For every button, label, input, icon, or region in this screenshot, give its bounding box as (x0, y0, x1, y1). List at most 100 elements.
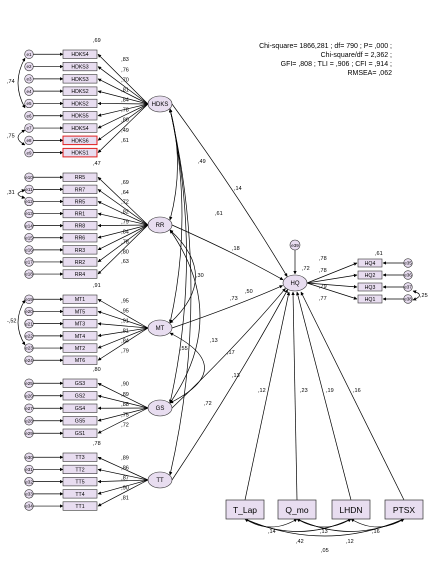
error-label: e10 (25, 175, 33, 180)
loading-label: ,80 (121, 118, 129, 124)
indicator-box (62, 489, 98, 499)
loading-label: ,83 (121, 57, 129, 63)
error-label: e12 (25, 199, 33, 204)
error-circle (24, 257, 34, 267)
indicator-box (62, 269, 98, 279)
indicator-label: RR1 (75, 211, 85, 217)
hq-loading-arrow (306, 282, 358, 289)
loading-label: ,76 (121, 67, 129, 73)
hq-loading-label: ,78 (319, 268, 327, 274)
loading-arrow (97, 103, 149, 117)
loading-label: ,69 (121, 180, 129, 186)
latent-ellipse (147, 95, 173, 113)
latent-ellipse (147, 399, 173, 417)
correlation-label: ,55 (180, 346, 188, 352)
error-label: e32 (25, 479, 33, 484)
external-var-box (277, 499, 317, 520)
error-circle (24, 86, 34, 96)
loading-label: ,81 (121, 328, 129, 334)
error-label: e26 (25, 393, 33, 398)
error-covariance (17, 57, 26, 109)
structural-path (171, 103, 288, 277)
error-label: e14 (25, 223, 33, 228)
r2-label: ,47 (93, 161, 101, 167)
hq-indicator-box (357, 282, 383, 292)
external-var-label: PTSX (393, 505, 416, 515)
external-cov-label: ,14 (268, 529, 276, 535)
external-covariance (296, 518, 352, 528)
error-circle (24, 111, 34, 121)
error-label: e7 (26, 126, 32, 131)
indicator-box (62, 221, 98, 231)
indicator-label: GS4 (75, 406, 85, 412)
hq-error-label: e36 (404, 273, 412, 278)
indicator-box (62, 331, 98, 341)
fit-stat-line2: Chi-square/df = 2,362 ; (321, 52, 392, 59)
latent-label: GS (156, 406, 165, 412)
external-covariance (244, 518, 405, 537)
error-label: e31 (25, 467, 33, 472)
indicator-box (62, 306, 98, 317)
indicator-label: RR6 (75, 236, 85, 242)
indicator-label: RR5 (75, 175, 85, 181)
loading-label: ,95 (121, 308, 129, 314)
loading-arrow (97, 224, 149, 275)
hq-indicator-box (357, 294, 383, 304)
loading-label: ,79 (121, 348, 129, 354)
loading-label: ,95 (121, 298, 129, 304)
error-circle (24, 184, 34, 194)
error-circle (24, 331, 34, 341)
external-covariance (350, 518, 405, 528)
hq-indicator-label: HQ4 (365, 261, 376, 267)
indicator-label: TT5 (75, 480, 84, 486)
loading-label: ,49 (121, 128, 129, 134)
loading-arrow (97, 479, 149, 495)
external-var-label: T_Lap (233, 505, 257, 515)
label-layer: ,69,83,76,70,81,84,78,80,49,61,47,69,64,… (7, 38, 428, 554)
loading-label: ,72 (121, 200, 129, 206)
loading-arrow (97, 407, 149, 422)
indicator-label: HDKS2 (71, 101, 88, 107)
indicator-box (62, 111, 98, 121)
error-circle (24, 343, 34, 353)
r2-label: ,91 (93, 283, 101, 289)
latent-label: HDKS (152, 102, 169, 108)
error-label: e22 (25, 333, 33, 338)
error-cov-label: ,75 (7, 134, 15, 140)
loading-label: ,88 (121, 402, 129, 408)
indicator-label: TT3 (75, 455, 84, 461)
fit-statistics: Chi-square= 1866,281 ; df= 790 ; P= ,000… (259, 43, 392, 77)
error-label: e19 (25, 297, 33, 302)
loading-label: ,61 (121, 138, 129, 144)
loading-arrow (97, 66, 149, 105)
loading-label: ,81 (121, 495, 129, 501)
error-circle (24, 221, 34, 231)
latent-correlation (168, 108, 183, 324)
loading-arrow (97, 479, 149, 507)
loading-label: ,78 (121, 239, 129, 245)
external-coef-label: ,23 (300, 388, 308, 394)
residual-circle (289, 239, 301, 251)
error-cov-label: ,74 (7, 79, 15, 85)
path-layer (17, 52, 420, 537)
error-circle (24, 489, 34, 499)
error-label: e16 (25, 247, 33, 252)
hq-error-circle (403, 294, 413, 304)
latent-ellipse (147, 319, 173, 337)
loading-arrow (97, 103, 149, 141)
indicator-box (62, 452, 98, 462)
external-path (291, 291, 298, 501)
indicator-label: TT2 (75, 467, 84, 473)
indicator-box (62, 98, 98, 108)
loading-arrow (97, 407, 149, 434)
fit-stat-line3: GFI= ,808 ; TLI = ,906 ; CFI = ,914 ; (281, 61, 392, 68)
error-label: e15 (25, 235, 33, 240)
latent-correlation (168, 108, 187, 404)
indicator-label: HDKS4 (71, 52, 88, 58)
error-circle (24, 403, 34, 413)
error-label: e33 (25, 491, 33, 496)
loading-arrow (97, 223, 149, 228)
external-cov-label: ,05 (321, 548, 329, 554)
external-var-box (225, 499, 265, 520)
